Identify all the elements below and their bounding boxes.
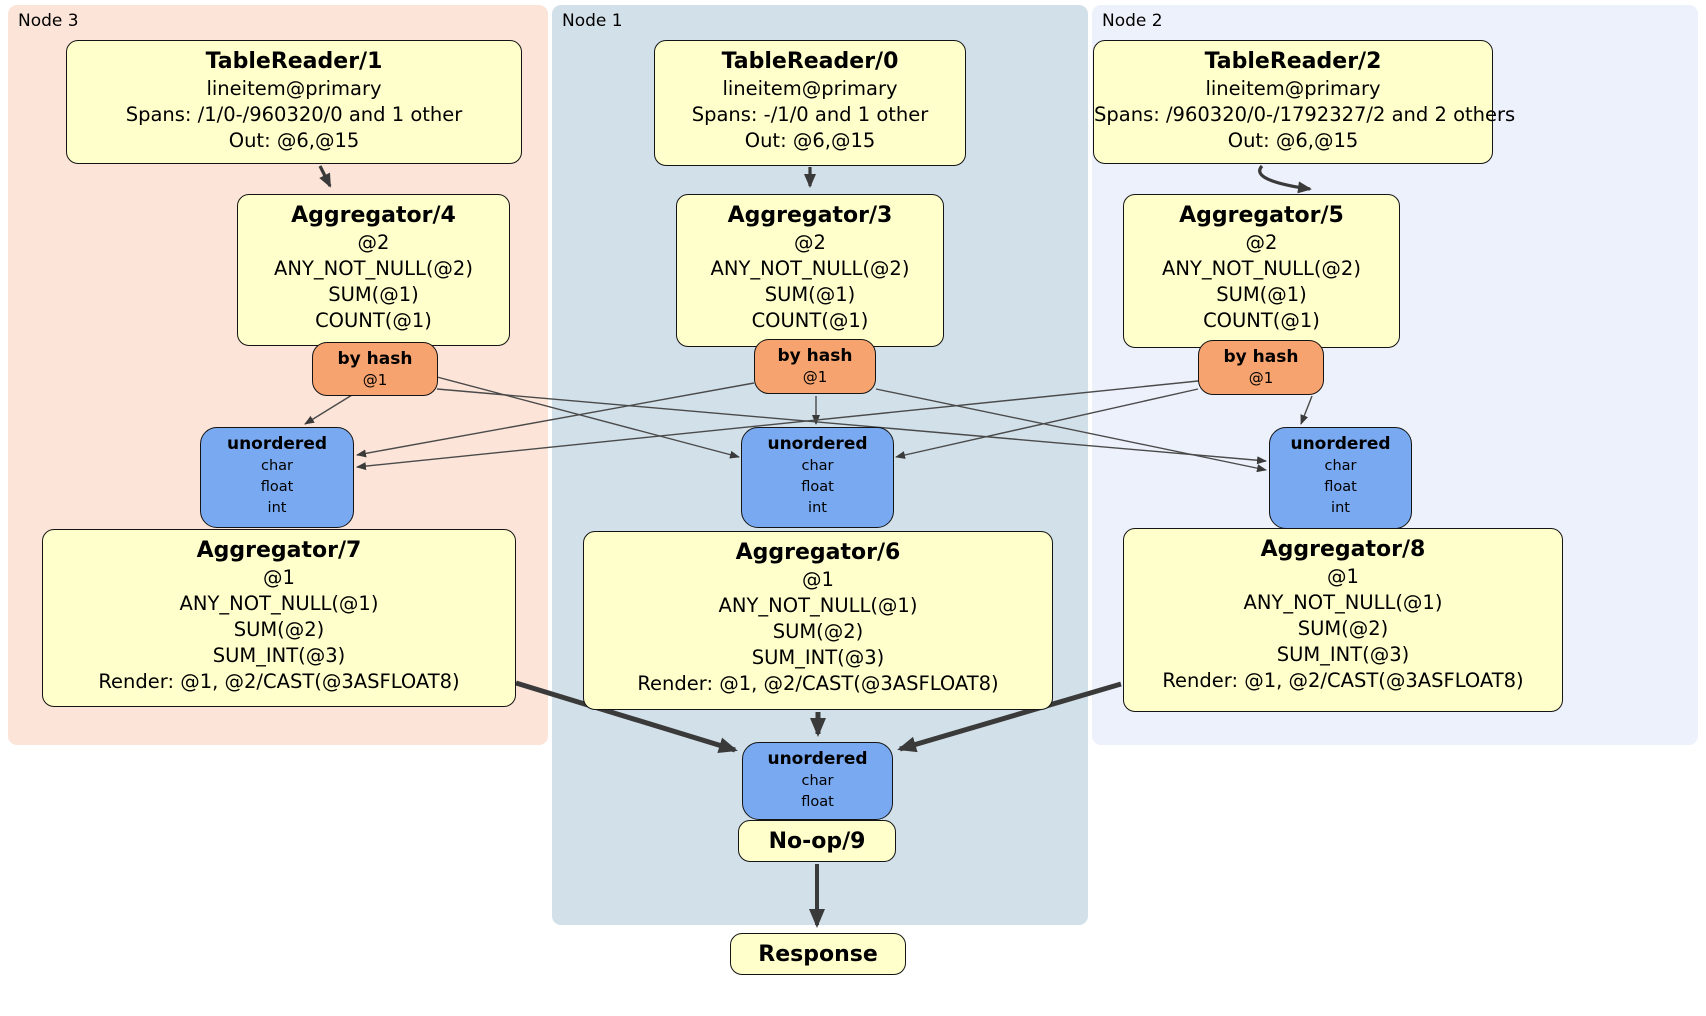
- processor-line: SUM(@1): [328, 283, 419, 306]
- router-detail: @1: [362, 371, 388, 389]
- processor-line: SUM_INT(@3): [1276, 643, 1410, 666]
- processor-tablereader-2: TableReader/2 lineitem@primary Spans: /9…: [1093, 40, 1516, 164]
- processor-noop-9: No-op/9: [738, 820, 896, 862]
- processor-line: COUNT(@1): [1203, 309, 1320, 332]
- sync-type: int: [1331, 500, 1350, 516]
- processor-index: lineitem@primary: [206, 77, 382, 100]
- sync-title: unordered: [767, 434, 868, 454]
- processor-line: COUNT(@1): [751, 309, 869, 332]
- node-2-label: Node 2: [1102, 11, 1163, 31]
- processor-line: @2: [1245, 231, 1278, 254]
- node-3-label: Node 3: [18, 11, 79, 31]
- processor-title: No-op/9: [768, 828, 866, 854]
- sync-type: int: [808, 500, 827, 516]
- processor-line: ANY_NOT_NULL(@2): [274, 257, 473, 280]
- processor-line: SUM(@2): [772, 620, 864, 643]
- processor-render: Render: @1, @2/CAST(@3ASFLOAT8): [637, 672, 999, 695]
- processor-line: ANY_NOT_NULL(@1): [1243, 591, 1443, 614]
- processor-index: lineitem@primary: [1205, 77, 1381, 100]
- processor-line: @1: [1327, 565, 1359, 588]
- router-title: by hash: [777, 346, 853, 366]
- response-box: Response: [730, 933, 906, 975]
- processor-out: Out: @6,@15: [744, 129, 876, 152]
- processor-title: Aggregator/7: [196, 538, 362, 563]
- sync-type: float: [1324, 479, 1357, 495]
- processor-line: SUM_INT(@3): [212, 644, 346, 667]
- processor-line: @2: [794, 231, 826, 254]
- processor-line: SUM(@1): [1216, 283, 1307, 306]
- sync-unordered-node1: unordered char float int: [741, 427, 894, 528]
- aggregator-to-final-sync-arrows: [515, 680, 1122, 753]
- processor-aggregator-4: Aggregator/4 @2 ANY_NOT_NULL(@2) SUM(@1)…: [237, 194, 510, 346]
- processor-line: ANY_NOT_NULL(@1): [718, 594, 918, 617]
- processor-aggregator-3: Aggregator/3 @2 ANY_NOT_NULL(@2) SUM(@1)…: [676, 194, 944, 347]
- sync-title: unordered: [226, 434, 328, 454]
- router-by-hash-node1: by hash @1: [754, 339, 876, 394]
- sync-type: float: [801, 794, 834, 810]
- sync-unordered-node3: unordered char float int: [200, 427, 354, 528]
- sync-unordered-node2: unordered char float int: [1269, 427, 1412, 529]
- sync-type: char: [260, 458, 293, 474]
- sync-title: unordered: [767, 749, 868, 769]
- router-by-hash-node2: by hash @1: [1198, 340, 1324, 395]
- processor-spans: Spans: /1/0-/960320/0 and 1 other: [125, 103, 463, 126]
- processor-title: TableReader/0: [721, 49, 899, 74]
- router-title: by hash: [337, 349, 413, 369]
- processor-render: Render: @1, @2/CAST(@3ASFLOAT8): [1162, 669, 1524, 692]
- processor-aggregator-8: Aggregator/8 @1 ANY_NOT_NULL(@1) SUM(@2)…: [1123, 528, 1563, 712]
- processor-title: Aggregator/4: [291, 203, 456, 228]
- processor-tablereader-1: TableReader/1 lineitem@primary Spans: /1…: [66, 40, 522, 164]
- sync-type: char: [801, 773, 834, 789]
- processor-tablereader-0: TableReader/0 lineitem@primary Spans: -/…: [654, 40, 966, 166]
- processor-index: lineitem@primary: [722, 77, 898, 100]
- processor-title: Aggregator/6: [735, 540, 901, 565]
- router-by-hash-node3: by hash @1: [312, 342, 438, 396]
- sync-type: char: [801, 458, 834, 474]
- processor-aggregator-5: Aggregator/5 @2 ANY_NOT_NULL(@2) SUM(@1)…: [1123, 194, 1400, 348]
- sync-title: unordered: [1290, 434, 1391, 454]
- processor-line: ANY_NOT_NULL(@1): [179, 592, 379, 615]
- processor-title: TableReader/2: [1204, 49, 1382, 74]
- response-title: Response: [758, 941, 878, 967]
- processor-line: ANY_NOT_NULL(@2): [1162, 257, 1361, 280]
- processor-line: @1: [802, 568, 834, 591]
- processor-spans: Spans: /960320/0-/1792327/2 and 2 others: [1094, 103, 1516, 126]
- sync-type: float: [260, 479, 294, 495]
- processor-line: ANY_NOT_NULL(@2): [710, 257, 910, 280]
- processor-spans: Spans: -/1/0 and 1 other: [691, 103, 929, 126]
- processor-title: Aggregator/3: [727, 203, 893, 228]
- processor-render: Render: @1, @2/CAST(@3ASFLOAT8): [98, 670, 460, 693]
- processor-line: SUM_INT(@3): [751, 646, 885, 669]
- router-detail: @1: [802, 368, 828, 386]
- processor-title: Aggregator/8: [1260, 537, 1426, 562]
- node-1-label: Node 1: [562, 11, 623, 31]
- processor-line: @1: [263, 566, 295, 589]
- router-to-sync-edges: [304, 376, 1313, 473]
- sync-unordered-final: unordered char float: [742, 742, 893, 820]
- processor-line: @2: [357, 231, 390, 254]
- sync-type: char: [1324, 458, 1357, 474]
- processor-out: Out: @6,@15: [228, 129, 360, 152]
- sync-type: float: [801, 479, 834, 495]
- sync-type: int: [267, 500, 287, 516]
- processor-line: COUNT(@1): [315, 309, 432, 332]
- processor-title: TableReader/1: [205, 49, 383, 74]
- processor-line: SUM(@2): [233, 618, 325, 641]
- processor-line: SUM(@2): [1297, 617, 1389, 640]
- tablereader-to-aggregator-arrows: [318, 164, 1312, 194]
- router-title: by hash: [1223, 347, 1299, 367]
- processor-aggregator-7: Aggregator/7 @1 ANY_NOT_NULL(@1) SUM(@2)…: [42, 529, 516, 707]
- router-detail: @1: [1248, 369, 1274, 387]
- processor-out: Out: @6,@15: [1227, 129, 1359, 152]
- processor-aggregator-6: Aggregator/6 @1 ANY_NOT_NULL(@1) SUM(@2)…: [583, 531, 1053, 710]
- processor-line: SUM(@1): [764, 283, 856, 306]
- processor-title: Aggregator/5: [1179, 203, 1344, 228]
